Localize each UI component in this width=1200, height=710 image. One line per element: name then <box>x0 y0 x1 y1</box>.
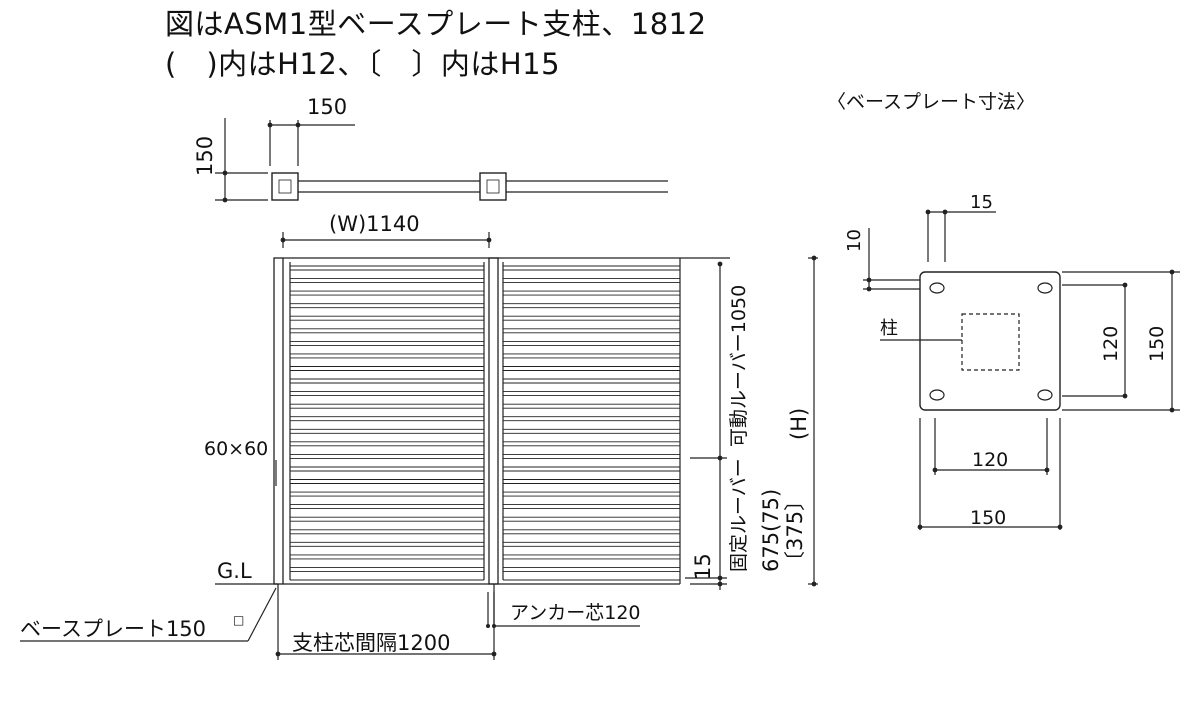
ground-level-label: G.L <box>217 559 252 583</box>
baseplate-dim-150-vertical: 150 <box>1146 326 1168 362</box>
plan-post-size: 150 <box>193 136 217 176</box>
height-label: (H) <box>787 408 811 440</box>
plan-view <box>215 118 668 201</box>
title-line-1: 図はASM1型ベースプレート支柱、1812 <box>165 7 707 41</box>
fixed-height-label: 675(75) <box>759 489 783 572</box>
title-line-2: ( )内はH12、〔 〕内はH15 <box>165 47 561 81</box>
plan-post-width: 150 <box>307 95 347 119</box>
base-plate-label: ベースプレート150 <box>20 617 206 641</box>
fixed-height-h15-label: 〔375〕 <box>783 490 807 572</box>
post-label: 柱 <box>880 318 898 339</box>
baseplate-dim-120-vertical: 120 <box>1100 326 1122 362</box>
baseplate-dim-150-horizontal: 150 <box>970 507 1006 529</box>
fixed-louver-label: 固定ルーバー <box>728 458 750 572</box>
bottom-gap-label: 15 <box>691 553 715 580</box>
baseplate-dim-15: 15 <box>970 192 993 213</box>
baseplate-detail <box>863 211 1180 530</box>
baseplate-dim-120-horizontal: 120 <box>972 449 1008 471</box>
front-elevation <box>20 232 818 660</box>
front-width-label: (W)1140 <box>329 212 420 236</box>
baseplate-title: 〈ベースプレート寸法〉 <box>827 91 1035 113</box>
base-plate-square-mark: □ <box>233 613 244 627</box>
dimension-dots <box>222 122 1175 657</box>
baseplate-dim-10: 10 <box>844 229 865 252</box>
anchor-center-label: アンカー芯120 <box>510 602 641 624</box>
post-pitch-label: 支柱芯間隔1200 <box>292 631 450 655</box>
louver-slats <box>290 265 680 585</box>
movable-louver-label: 可動ルーバー1050 <box>728 285 750 447</box>
post-section-label: 60×60 <box>204 438 268 460</box>
